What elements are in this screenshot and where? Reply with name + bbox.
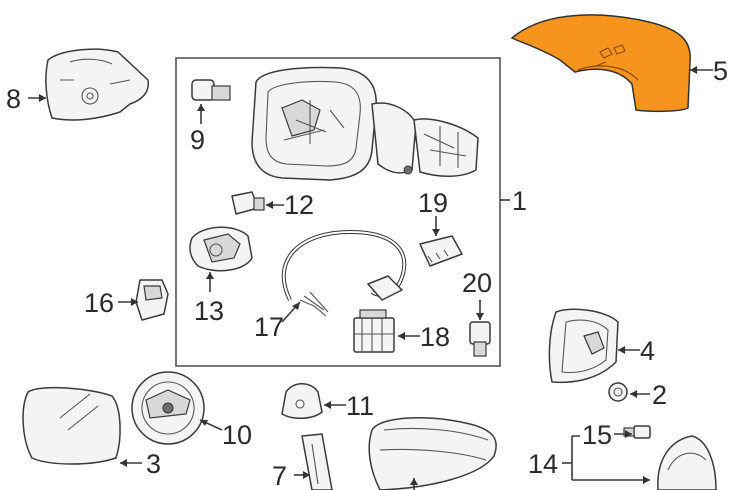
part-2-screw[interactable] xyxy=(608,382,628,402)
part-14-cover[interactable] xyxy=(657,435,717,490)
callout-11: 11 xyxy=(346,391,374,421)
callout-2: 2 xyxy=(652,380,667,410)
callout-18: 18 xyxy=(420,322,450,352)
callout-15: 15 xyxy=(582,420,612,450)
part-9-connector[interactable] xyxy=(191,79,231,101)
part-15-bolt[interactable] xyxy=(623,425,651,439)
callout-20: 20 xyxy=(462,268,492,298)
part-7-trim-strip[interactable] xyxy=(301,433,333,490)
callout-9: 9 xyxy=(190,125,205,155)
part-19-connector[interactable] xyxy=(419,235,463,267)
part-18-connector-block[interactable] xyxy=(353,309,395,353)
lower-mirror-housing[interactable] xyxy=(368,417,497,490)
callout-5: 5 xyxy=(713,56,728,86)
part-13-motor[interactable] xyxy=(189,226,253,272)
part-20-bulb-holder[interactable] xyxy=(469,321,491,357)
part-17-wiring-harness[interactable] xyxy=(281,229,407,317)
callout-16: 16 xyxy=(84,288,114,318)
callout-4: 4 xyxy=(640,336,655,366)
part-3-mirror-glass[interactable] xyxy=(22,386,121,465)
part-12-plug[interactable] xyxy=(231,191,265,215)
callout-1: 1 xyxy=(512,186,527,216)
mirror-frame-assembly[interactable] xyxy=(251,66,479,181)
part-5-mirror-cover[interactable] xyxy=(510,14,691,113)
callout-3: 3 xyxy=(146,449,161,479)
part-4-mirror-housing[interactable] xyxy=(548,308,619,384)
part-8-mirror-base[interactable] xyxy=(45,48,150,121)
callout-17: 17 xyxy=(254,312,284,342)
part-16-clip[interactable] xyxy=(135,279,169,321)
callout-13: 13 xyxy=(194,296,224,326)
part-11-bracket[interactable] xyxy=(281,383,323,419)
callout-8: 8 xyxy=(6,84,21,114)
assembly-box xyxy=(175,57,501,367)
callout-7: 7 xyxy=(272,461,287,490)
callout-19: 19 xyxy=(418,188,448,218)
callout-14: 14 xyxy=(528,449,558,479)
callout-12: 12 xyxy=(284,190,314,220)
part-10-adjuster[interactable] xyxy=(131,371,205,445)
callout-10: 10 xyxy=(222,420,252,450)
